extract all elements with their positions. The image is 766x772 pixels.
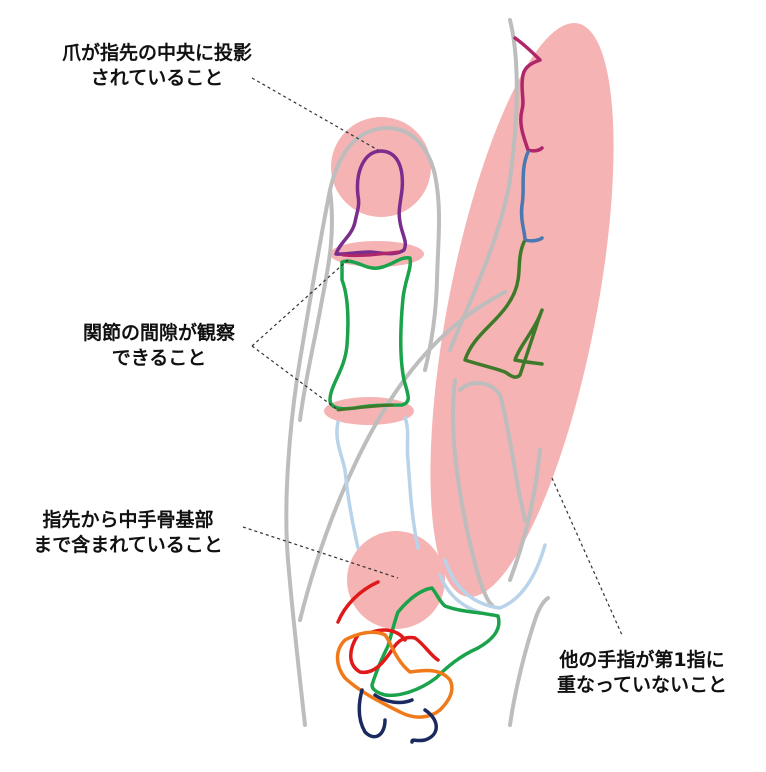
proximal-phalanx-right — [403, 416, 420, 550]
other-bone-lightblue-1 — [443, 543, 547, 610]
other-finger-green — [463, 240, 544, 379]
annotation-nail-line2: されていること — [90, 67, 224, 89]
annotation-range: 指先から中手骨基部 まで含まれていること — [12, 508, 244, 558]
annotation-nail-line1: 爪が指先の中央に投影 — [61, 42, 252, 64]
leader-overlap — [551, 477, 623, 636]
other-finger-magenta — [513, 36, 544, 153]
thumb-outline — [284, 125, 442, 727]
other-finger-outline-2 — [451, 378, 494, 607]
palm-edge — [508, 596, 550, 727]
thumb-inner-outline — [298, 188, 335, 422]
pip-joint-line — [336, 403, 394, 412]
leader-lines — [242, 77, 623, 636]
annotation-joint-line1: 関節の間隙が観察 — [82, 322, 235, 344]
annotation-range-line1: 指先から中手骨基部 — [42, 509, 214, 531]
highlight-other-fingers — [430, 23, 614, 597]
carpal-bones — [335, 580, 454, 744]
carpal-red-1 — [336, 580, 380, 624]
highlight-regions — [324, 23, 614, 629]
annotation-joint: 関節の間隙が観察 できること — [64, 321, 254, 371]
carpal-orange — [335, 630, 454, 719]
other-finger-blue — [519, 150, 544, 243]
other-finger-outline-4 — [508, 448, 542, 582]
annotation-range-line2: まで含まれていること — [33, 534, 223, 556]
leader-joint-top — [251, 257, 351, 347]
highlight-metacarpal-base — [347, 531, 445, 629]
annotation-overlap-line2: 重なっていないこと — [556, 674, 728, 696]
palm-crease — [298, 290, 507, 622]
other-finger-outline-3 — [458, 381, 527, 522]
metacarpal-base — [370, 586, 501, 698]
annotation-joint-line2: できること — [111, 347, 207, 369]
carpal-navy — [357, 688, 438, 744]
distal-phalanx — [334, 149, 408, 256]
leader-nail — [251, 77, 379, 151]
other-finger-bones — [463, 36, 544, 379]
middle-phalanx — [328, 256, 413, 411]
annotation-nail: 爪が指先の中央に投影 されていること — [34, 41, 280, 91]
annotation-overlap: 他の手指が第1指に 重なっていないこと — [532, 648, 752, 698]
annotation-overlap-line1: 他の手指が第1指に — [559, 649, 725, 671]
other-finger-outline-1 — [448, 18, 519, 352]
soft-tissue-outlines — [284, 18, 550, 727]
dip-joint-line — [341, 250, 400, 258]
proximal-phalanx-left — [335, 420, 360, 550]
